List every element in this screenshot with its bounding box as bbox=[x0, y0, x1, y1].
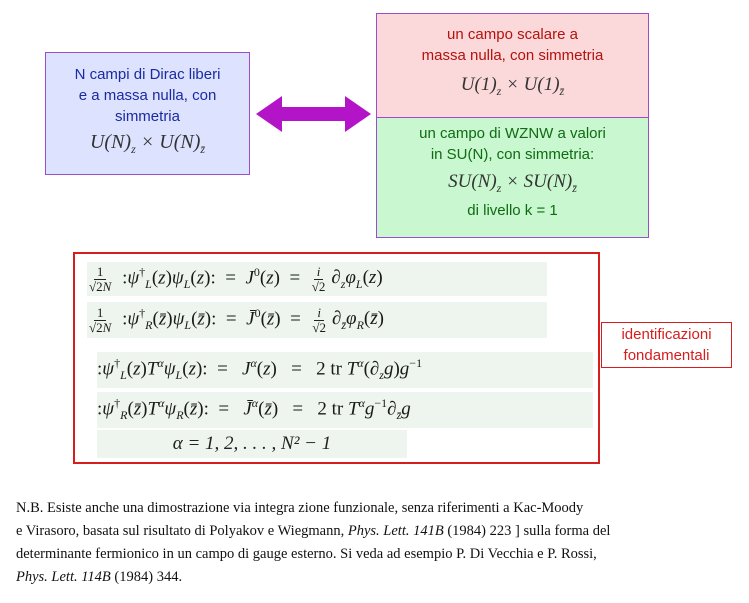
equation-row-2: 1√2N :ψ†R(z̄)ψL(z̄): = J̄0(z̄) = i√2 ∂z̄… bbox=[87, 302, 547, 338]
side-label-line-1: identificazioni bbox=[621, 326, 712, 343]
double-arrow-icon bbox=[256, 96, 371, 132]
side-label-line-2: fondamentali bbox=[623, 347, 710, 364]
scalar-symmetry: U(1)z × U(1)z̄ bbox=[460, 74, 565, 98]
journal-ref-2: Phys. Lett. 114B bbox=[16, 569, 111, 585]
journal-ref-1: Phys. Lett. 141B bbox=[347, 523, 444, 539]
dirac-fields-box: N campi di Dirac liberi e a massa nulla,… bbox=[45, 52, 250, 175]
note-line-2: e Virasoro, basata sul risultato di Poly… bbox=[16, 520, 736, 543]
dirac-line-3: simmetria bbox=[114, 108, 180, 125]
footnote: N.B. Esiste anche una dimostrazione via … bbox=[16, 497, 736, 589]
wznw-field-panel: un campo di WZNW a valori in SU(N), con … bbox=[377, 117, 648, 237]
equation-row-1: 1√2N :ψ†L(z)ψL(z): = J0(z) = i√2 ∂zφL(z) bbox=[87, 262, 547, 296]
alpha-range: α = 1, 2, . . . , N² − 1 bbox=[97, 430, 407, 458]
equation-row-4: :ψ†R(z̄)TαψR(z̄): = J̄α(z̄) = 2 tr Tαg−1… bbox=[97, 392, 593, 428]
note-line-2-text: e Virasoro, basata sul risultato di Poly… bbox=[16, 523, 348, 539]
wznw-line-2: in SU(N), con simmetria: bbox=[430, 146, 595, 163]
note-line-3: determinante fermionico in un campo di g… bbox=[16, 546, 597, 562]
note-line-4-tail: (1984) 344. bbox=[110, 569, 183, 585]
wznw-line-1: un campo di WZNW a valori bbox=[419, 125, 606, 142]
dirac-symmetry: U(N)z × U(N)z̄ bbox=[89, 131, 206, 156]
scalar-line-2: massa nulla, con simmetria bbox=[421, 47, 604, 64]
dirac-line-1: N campi di Dirac liberi bbox=[74, 66, 221, 83]
dirac-line-2: e a massa nulla, con bbox=[78, 87, 217, 104]
current-identifications-box: 1√2N :ψ†L(z)ψL(z): = J0(z) = i√2 ∂zφL(z)… bbox=[73, 252, 600, 464]
note-line-2-tail: (1984) 223 ] sulla forma del bbox=[443, 523, 611, 539]
note-line-4: Phys. Lett. 114B (1984) 344. bbox=[16, 566, 736, 589]
scalar-field-panel: un campo scalare a massa nulla, con simm… bbox=[377, 14, 648, 117]
equivalent-theories-box: un campo scalare a massa nulla, con simm… bbox=[376, 13, 649, 238]
wznw-level: di livello k = 1 bbox=[467, 201, 558, 219]
equation-row-3: :ψ†L(z)TαψL(z): = Jα(z) = 2 tr Tα(∂zg)g−… bbox=[97, 352, 593, 388]
scalar-line-1: un campo scalare a bbox=[447, 26, 578, 43]
note-line-1: N.B. Esiste anche una dimostrazione via … bbox=[16, 500, 584, 516]
fundamental-identifications-label: identificazioni fondamentali bbox=[601, 322, 732, 368]
wznw-symmetry: SU(N)z × SU(N)z̄ bbox=[448, 171, 577, 195]
